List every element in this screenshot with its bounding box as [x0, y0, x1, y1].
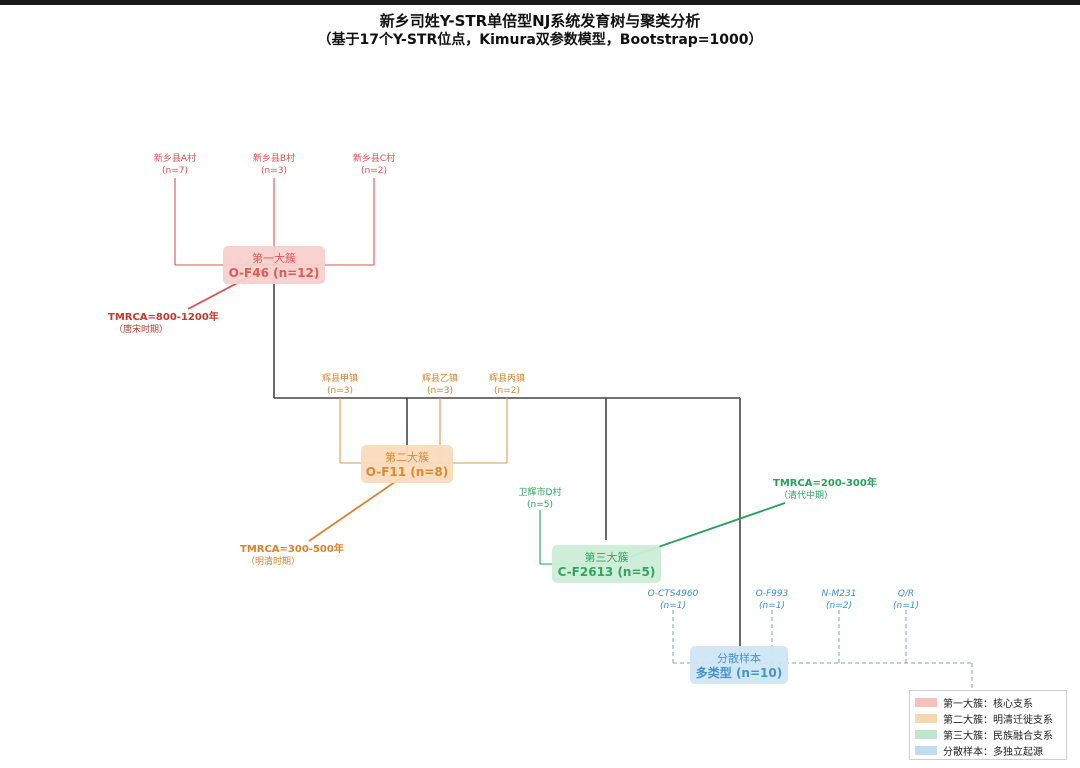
leaf-name: O-CTS4960	[647, 589, 699, 599]
legend: 第一大簇：核心支系 第二大簇：明清迁徙支系 第三大簇：民族融合支系 分散样本：多…	[909, 690, 1067, 760]
leaf-name: 新乡县B村	[252, 154, 296, 164]
legend-label: 第一大簇：核心支系	[943, 698, 1033, 710]
tmrca-cluster2: TMRCA=300-500年 （明清时期）	[240, 544, 344, 568]
leaf-xinxiang-a: 新乡县A村 (n=7)	[140, 153, 210, 177]
leaf-o-f993: O-F993 (n=1)	[737, 588, 807, 612]
leaf-q-r: Q/R (n=1)	[876, 588, 936, 612]
cluster2-box: 第二大簇 O-F11 (n=8)	[361, 445, 453, 483]
tmrca-cluster3: TMRCA=200-300年 （清代中期）	[773, 478, 877, 502]
leaf-weihui-d: 卫辉市D村 (n=5)	[505, 487, 575, 511]
leaf-name: 辉县甲镇	[321, 374, 358, 384]
leaf-count: (n=7)	[162, 166, 188, 176]
top-border	[0, 0, 1080, 5]
leaf-count: (n=1)	[893, 601, 919, 611]
leaf-count: (n=3)	[261, 166, 287, 176]
scattered-label: 多类型 (n=10)	[695, 666, 783, 680]
legend-swatch	[915, 697, 937, 707]
tmrca-value: TMRCA=300-500年	[240, 544, 344, 555]
leaf-huixian-yi: 辉县乙镇 (n=3)	[405, 373, 475, 397]
leaf-huixian-jia: 辉县甲镇 (n=3)	[305, 373, 375, 397]
tmrca-era: （清代中期）	[779, 491, 834, 501]
leaf-name: 辉县乙镇	[421, 374, 458, 384]
cluster3-box: 第三大簇 C-F2613 (n=5)	[552, 545, 661, 583]
chart-title: 新乡司姓Y-STR单倍型NJ系统发育树与聚类分析	[379, 12, 701, 30]
legend-swatch	[915, 713, 937, 723]
cluster2-name: 第二大簇	[385, 451, 429, 464]
cluster1-name: 第一大簇	[252, 252, 296, 265]
legend-swatch	[915, 729, 937, 739]
chart-subtitle: （基于17个Y-STR位点，Kimura双参数模型，Bootstrap=1000…	[317, 32, 763, 48]
tmrca-value: TMRCA=800-1200年	[108, 312, 219, 323]
legend-label: 第三大簇：民族融合支系	[943, 730, 1053, 742]
leaf-xinxiang-c: 新乡县C村 (n=2)	[339, 153, 409, 177]
cluster3-name: 第三大簇	[584, 551, 629, 564]
leaf-o-cts4960: O-CTS4960 (n=1)	[633, 588, 713, 612]
leaf-name: 卫辉市D村	[518, 488, 562, 498]
legend-label: 分散样本：多独立起源	[943, 746, 1043, 758]
tmrca-cluster1: TMRCA=800-1200年 （唐宋时期）	[108, 312, 219, 336]
leaf-name: N-M231	[821, 589, 857, 599]
tmrca-era: （明清时期）	[246, 557, 301, 567]
leaf-count: (n=2)	[361, 166, 387, 176]
cluster1-label: O-F46 (n=12)	[228, 266, 320, 280]
leaf-count: (n=1)	[759, 601, 785, 611]
leaf-name: 新乡县C村	[352, 154, 396, 164]
leaf-count: (n=1)	[660, 601, 686, 611]
leaf-count: (n=2)	[826, 601, 852, 611]
leaf-count: (n=5)	[527, 500, 553, 510]
leaf-huixian-bing: 辉县丙镇 (n=2)	[472, 373, 542, 397]
leaf-count: (n=3)	[427, 386, 453, 396]
cluster2-label: O-F11 (n=8)	[365, 465, 449, 479]
leaf-count: (n=2)	[494, 386, 520, 396]
leaf-name: 辉县丙镇	[488, 374, 525, 384]
scattered-name: 分散样本	[717, 652, 761, 665]
tmrca-value: TMRCA=200-300年	[773, 478, 877, 489]
leaf-count: (n=3)	[327, 386, 353, 396]
tmrca-era: （唐宋时期）	[114, 325, 169, 335]
leaf-name: O-F993	[755, 589, 789, 599]
leaf-name: 新乡县A村	[153, 154, 197, 164]
legend-item: 第三大簇：民族融合支系	[915, 726, 1061, 742]
leaf-xinxiang-b: 新乡县B村 (n=3)	[239, 153, 309, 177]
legend-item: 第一大簇：核心支系	[915, 694, 1061, 710]
cluster1-box: 第一大簇 O-F46 (n=12)	[223, 246, 325, 284]
legend-swatch	[915, 745, 937, 755]
legend-item: 第二大簇：明清迁徙支系	[915, 710, 1061, 726]
cluster3-label: C-F2613 (n=5)	[557, 565, 656, 579]
legend-item: 分散样本：多独立起源	[915, 742, 1061, 758]
leaf-n-m231: N-M231 (n=2)	[804, 588, 874, 612]
leaf-name: Q/R	[897, 589, 915, 599]
legend-label: 第二大簇：明清迁徙支系	[943, 714, 1053, 726]
scattered-box: 分散样本 多类型 (n=10)	[690, 646, 788, 684]
